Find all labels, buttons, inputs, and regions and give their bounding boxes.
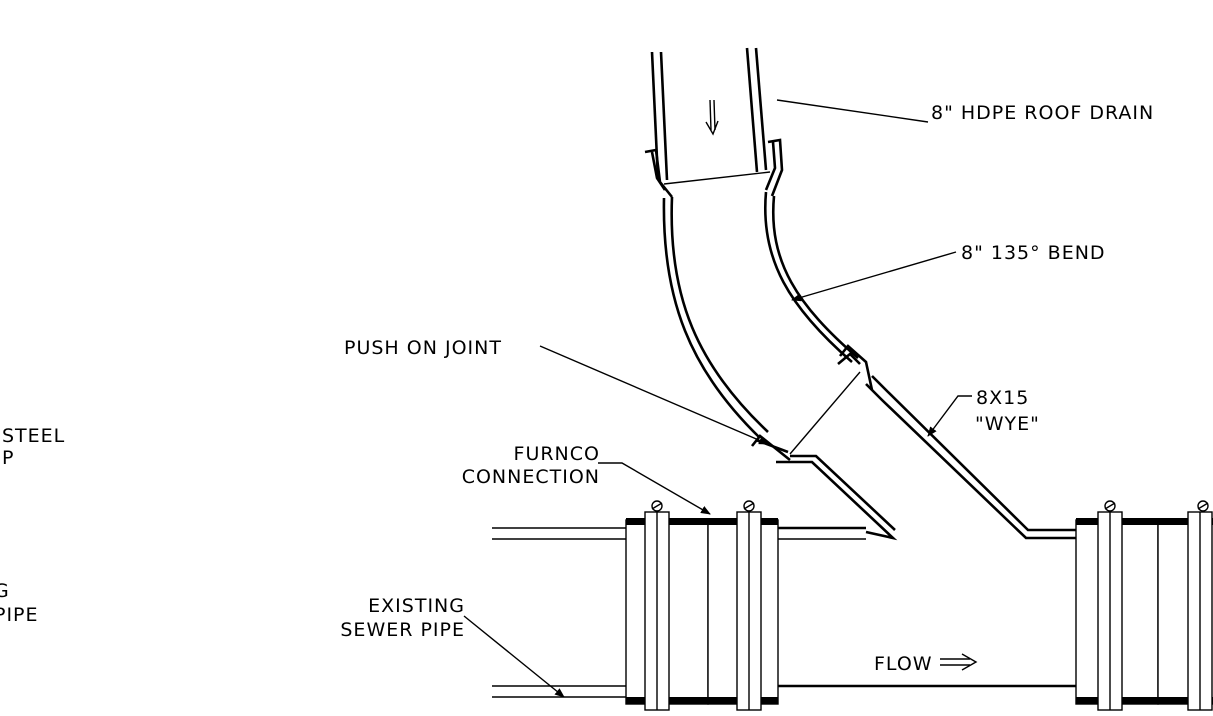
bend-fitting xyxy=(644,138,859,439)
furnco-label-line2: CONNECTION xyxy=(462,466,600,488)
left-partial-label-4: PIPE xyxy=(0,604,39,626)
flow-arrow-icon xyxy=(940,653,978,671)
wye-label-line2: "WYE" xyxy=(975,413,1040,435)
push-joint-label: PUSH ON JOINT xyxy=(344,337,502,359)
left-coupling xyxy=(625,500,779,711)
left-partial-label-3: G xyxy=(0,580,10,602)
furnco-leader xyxy=(598,462,711,515)
bolt-icon xyxy=(1104,500,1116,512)
flow-label: FLOW xyxy=(874,653,933,675)
wye-leader xyxy=(927,395,972,437)
existing-sewer-pipe xyxy=(492,526,1156,698)
left-partial-label-2: P xyxy=(2,447,14,469)
furnco-label-line1: FURNCO xyxy=(514,443,600,465)
existing-label-line2: SEWER PIPE xyxy=(340,619,465,641)
roof-drain-leader xyxy=(776,99,929,123)
leader-lines xyxy=(463,99,972,698)
right-coupling xyxy=(1075,500,1213,711)
roof-drain-label: 8" HDPE ROOF DRAIN xyxy=(931,102,1154,124)
left-partial-label-1: STEEL xyxy=(2,425,65,447)
bolt-icon xyxy=(1197,500,1209,512)
sewer-leader xyxy=(463,615,565,698)
bolt-icon xyxy=(743,500,755,512)
roof-drain-pipe xyxy=(650,47,768,181)
drain-flow-arrow-icon xyxy=(705,99,719,136)
wye-fitting xyxy=(750,344,1076,541)
bend-label: 8" 135° BEND xyxy=(961,242,1106,264)
existing-label-line1: EXISTING xyxy=(368,595,465,617)
push-joint-leader xyxy=(539,345,769,445)
wye-label-line1: 8X15 xyxy=(976,387,1029,409)
bolt-icon xyxy=(651,500,663,512)
bend-leader xyxy=(791,251,957,302)
